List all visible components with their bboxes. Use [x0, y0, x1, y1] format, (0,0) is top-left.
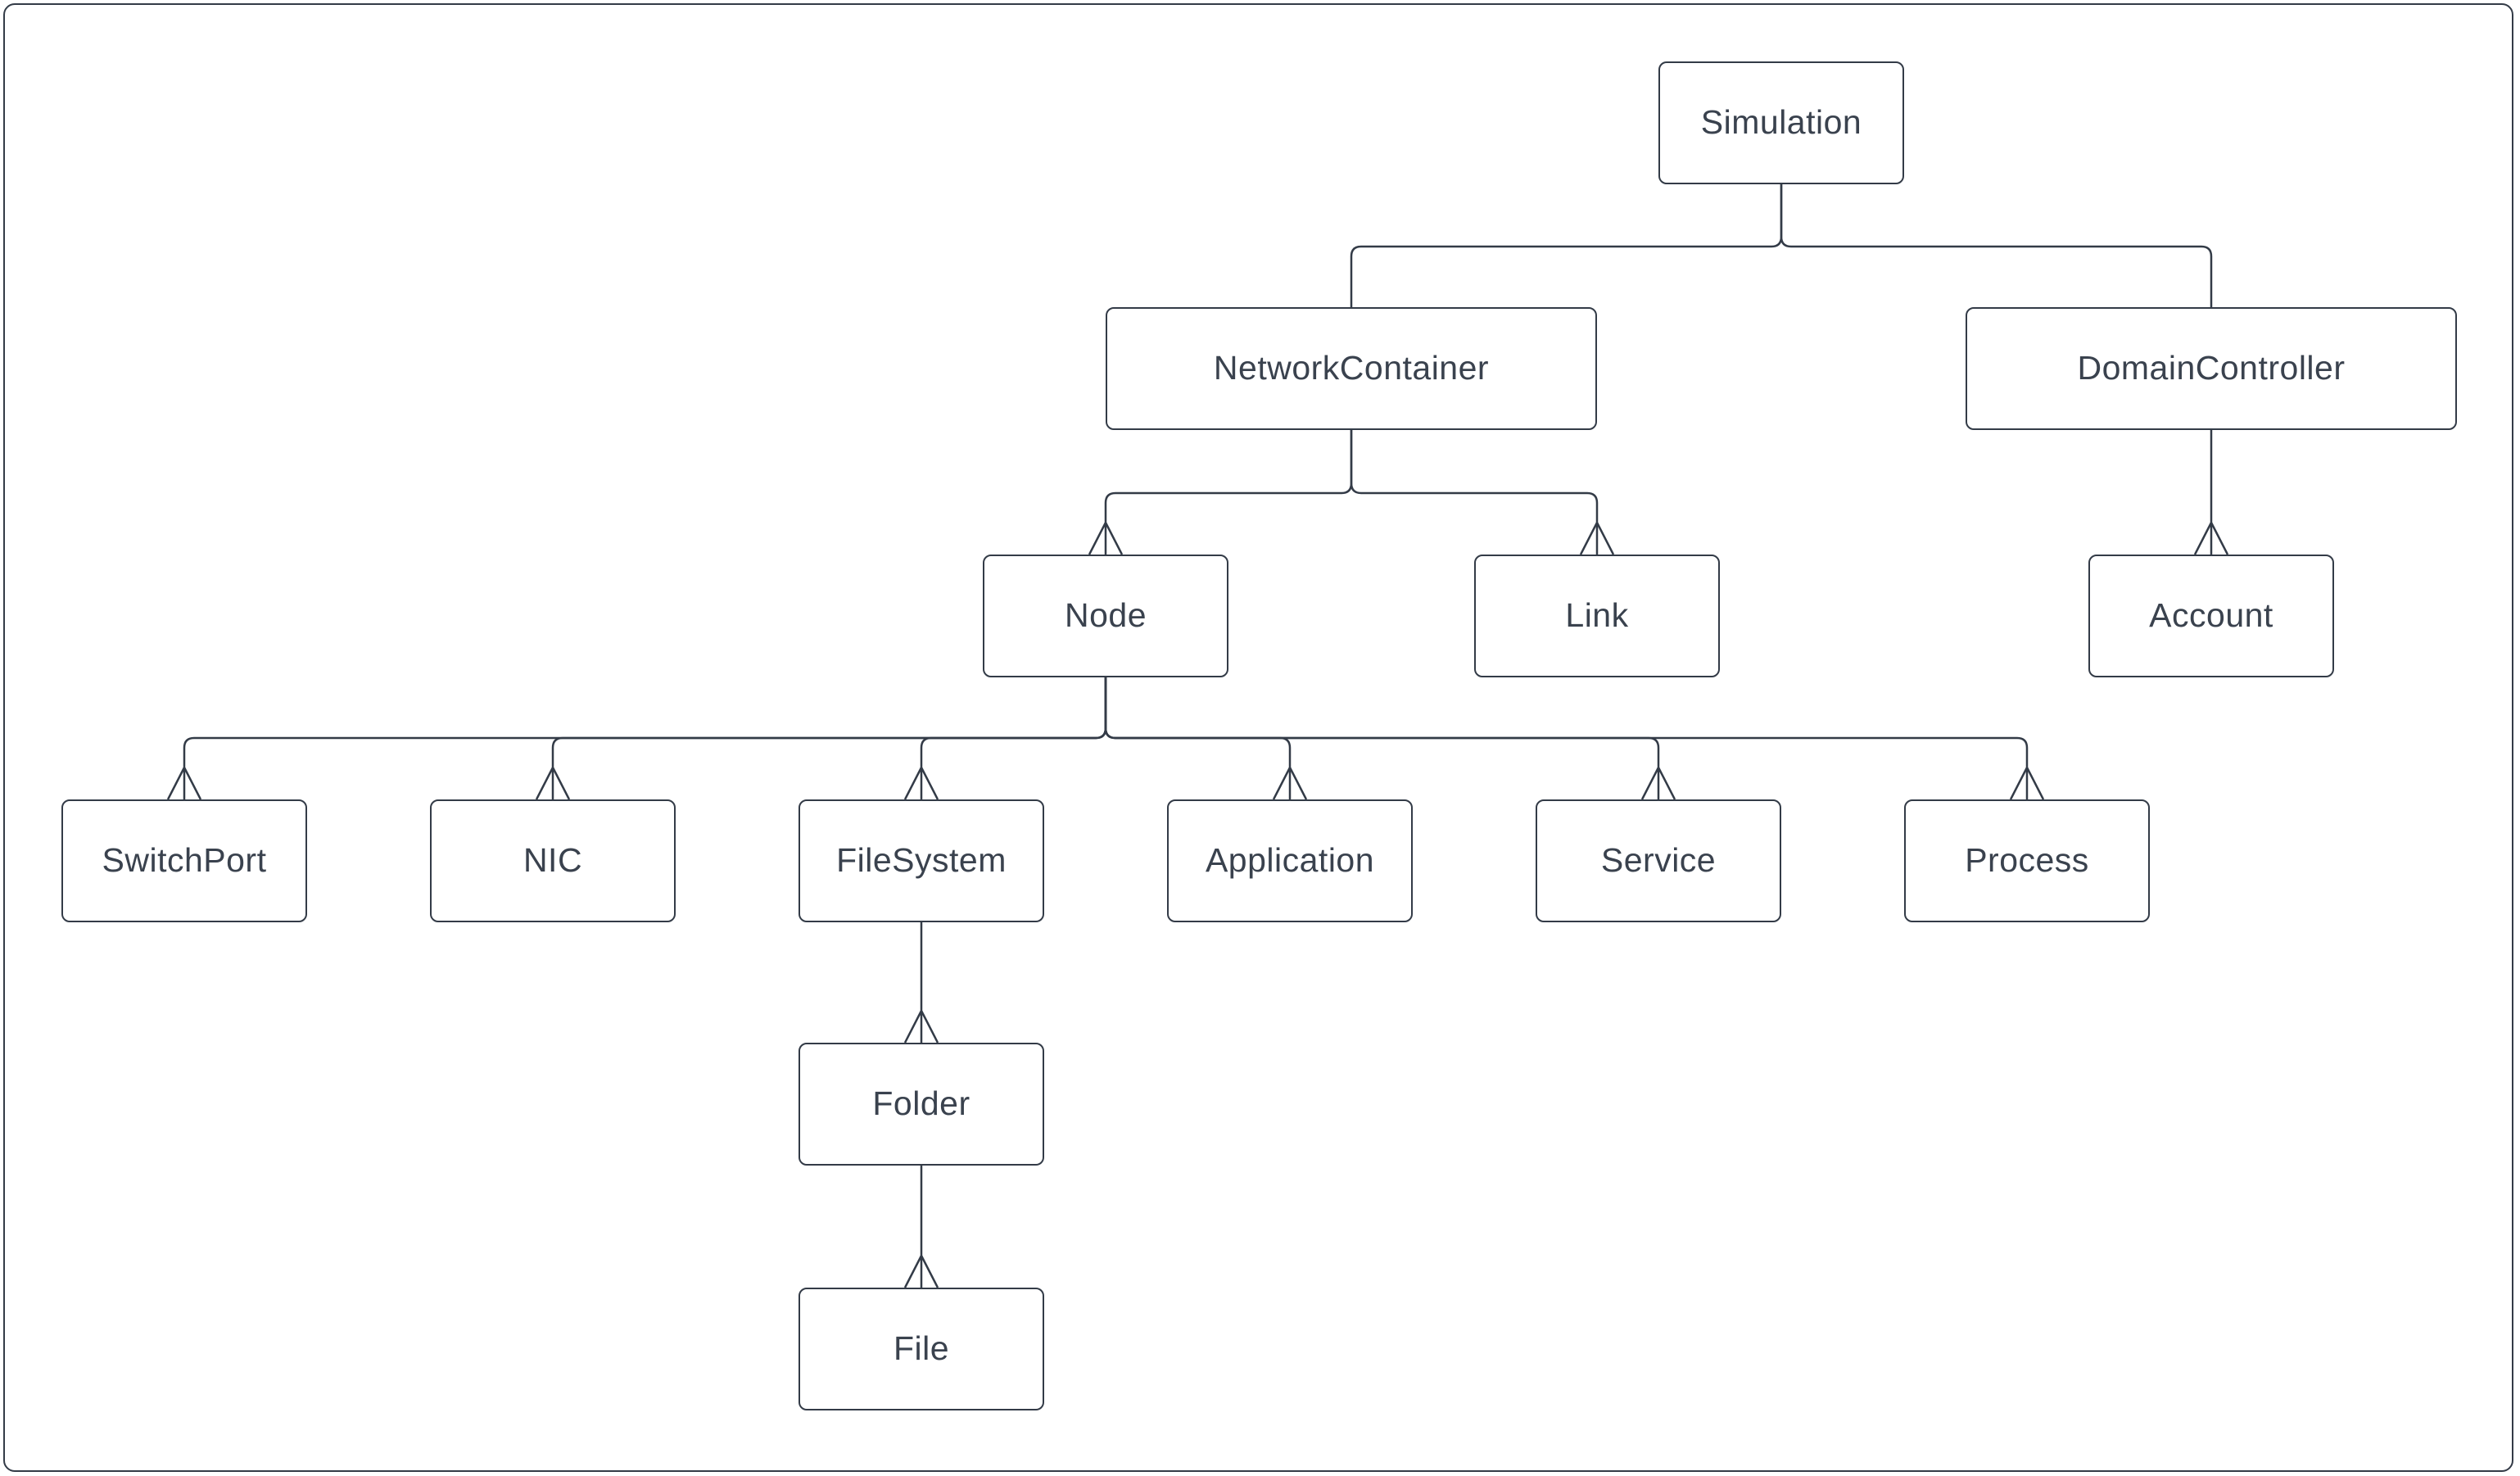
- shape-label-link: Link: [1565, 596, 1629, 635]
- shape-label-switchport: SwitchPort: [102, 841, 267, 880]
- shape-domain-controller[interactable]: DomainController: [1966, 307, 2457, 430]
- shape-account[interactable]: Account: [2088, 555, 2334, 677]
- connector-simulation-to-domain-controller: [1780, 184, 2213, 307]
- shape-label-domain-controller: DomainController: [2077, 349, 2346, 387]
- shape-label-file: File: [893, 1329, 950, 1368]
- shape-nic[interactable]: NIC: [430, 799, 676, 922]
- shape-switchport[interactable]: SwitchPort: [61, 799, 307, 922]
- connector-folder-to-file: [903, 1166, 939, 1288]
- shape-process[interactable]: Process: [1904, 799, 2150, 922]
- connector-node-to-process: [1104, 677, 2045, 800]
- connector-simulation-to-network-container: [1350, 184, 1783, 307]
- shape-label-simulation: Simulation: [1700, 103, 1862, 142]
- shape-link[interactable]: Link: [1474, 555, 1720, 677]
- shape-label-folder: Folder: [872, 1084, 970, 1123]
- shape-label-filesystem: FileSystem: [836, 841, 1007, 880]
- shape-label-account: Account: [2149, 596, 2273, 635]
- shape-filesystem[interactable]: FileSystem: [799, 799, 1044, 922]
- connector-node-to-filesystem: [903, 677, 1107, 800]
- shape-service[interactable]: Service: [1536, 799, 1781, 922]
- shape-label-process: Process: [1965, 841, 2089, 880]
- shape-node[interactable]: Node: [983, 555, 1228, 677]
- shape-network-container[interactable]: NetworkContainer: [1106, 307, 1597, 430]
- connector-domain-controller-to-account: [2193, 430, 2229, 555]
- shape-simulation[interactable]: Simulation: [1658, 61, 1904, 184]
- shape-application[interactable]: Application: [1167, 799, 1413, 922]
- shape-label-nic: NIC: [523, 841, 583, 880]
- connector-network-container-to-link: [1350, 430, 1615, 555]
- shape-folder[interactable]: Folder: [799, 1043, 1044, 1166]
- shape-file[interactable]: File: [799, 1288, 1044, 1410]
- shape-label-node: Node: [1064, 596, 1147, 635]
- shape-label-network-container: NetworkContainer: [1213, 349, 1490, 387]
- connector-filesystem-to-folder: [903, 922, 939, 1044]
- connector-network-container-to-node: [1088, 430, 1353, 555]
- shape-label-application: Application: [1205, 841, 1375, 880]
- shape-label-service: Service: [1600, 841, 1717, 880]
